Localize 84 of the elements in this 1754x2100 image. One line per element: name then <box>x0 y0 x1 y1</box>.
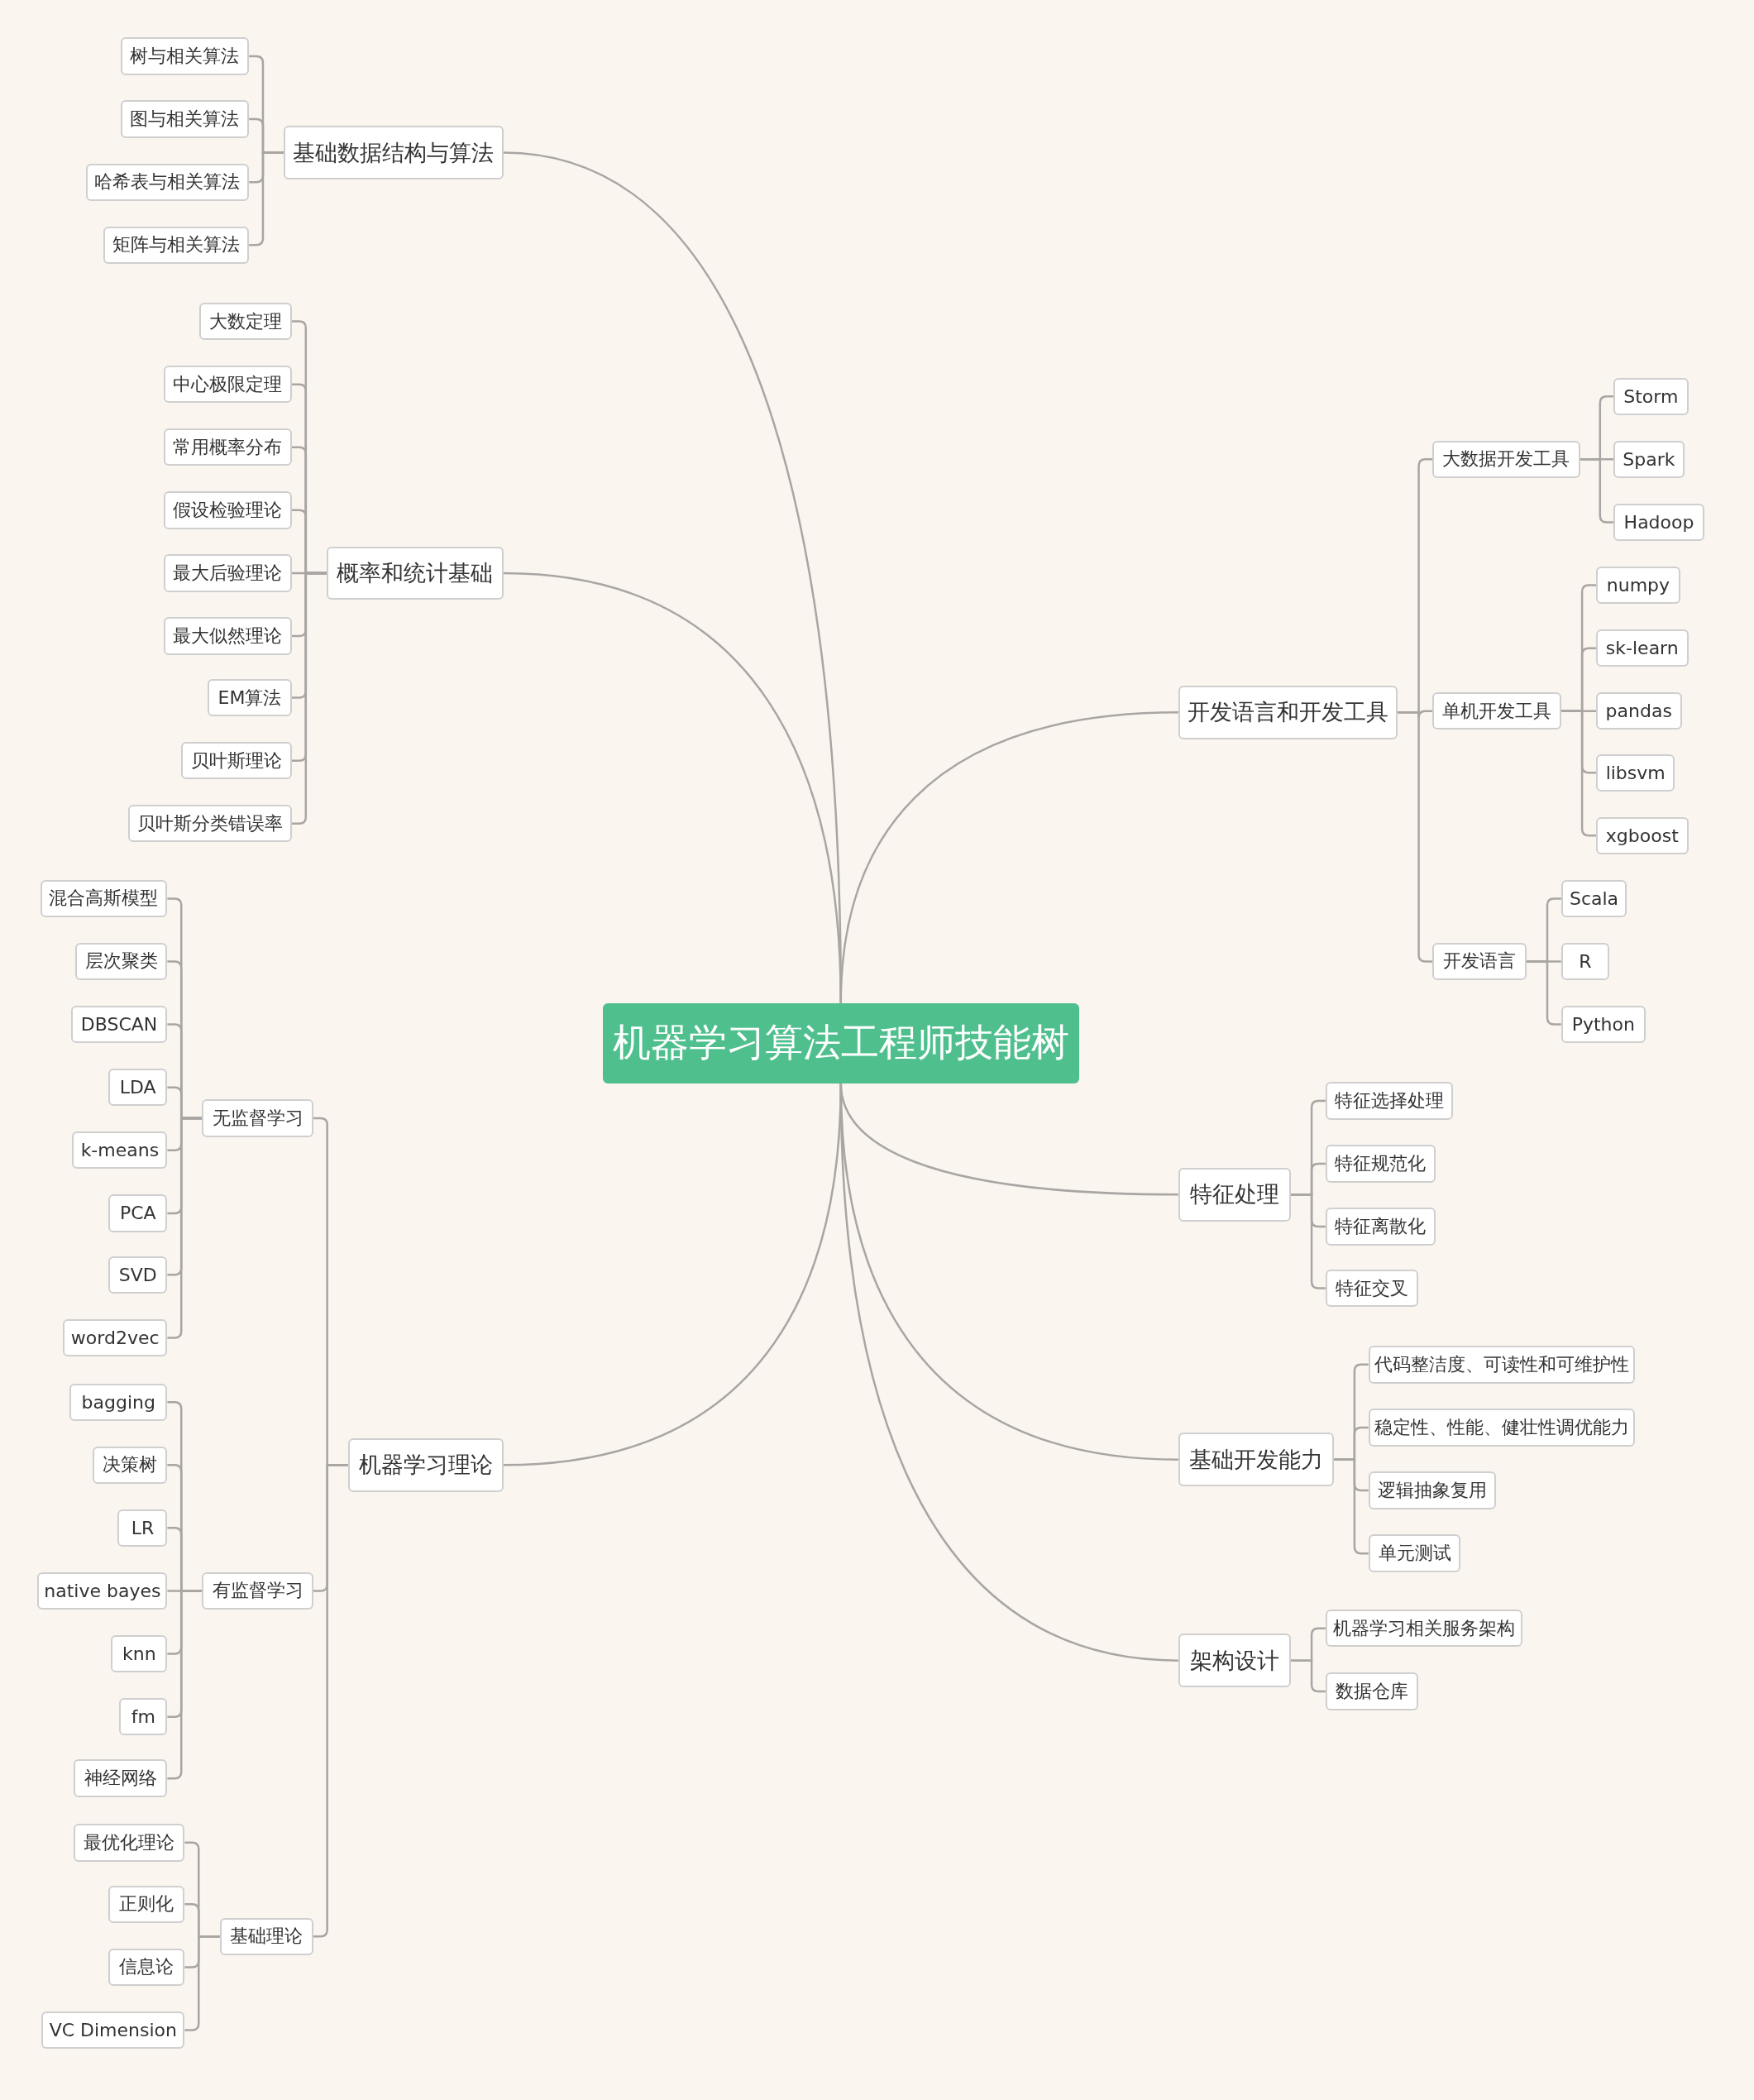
subtopic-box: knn <box>111 1634 168 1673</box>
subtopic-box: R <box>1560 942 1610 981</box>
subtopic-box: 贝叶斯分类错误率 <box>128 805 292 843</box>
subtopic-box: native bayes <box>37 1571 168 1610</box>
subtopic-box: EM算法 <box>207 678 292 717</box>
subtopic-box: 最大后验理论 <box>163 554 292 592</box>
subtopic-box: pandas <box>1595 692 1682 730</box>
subtopic-box: 特征选择处理 <box>1325 1082 1453 1120</box>
subtopic-box: 大数据开发工具 <box>1432 440 1580 478</box>
subtopic-box: VC Dimension <box>41 2011 185 2050</box>
subtopic-box: xgboost <box>1595 816 1689 854</box>
subtopic-box: 正则化 <box>108 1885 185 1923</box>
subtopic-box: 混合高斯模型 <box>40 879 168 918</box>
subtopic-box: 最优化理论 <box>74 1824 185 1862</box>
connector-line <box>1560 710 1596 837</box>
subtopic-box: Python <box>1560 1005 1646 1044</box>
branch-topic-box: 机器学习理论 <box>347 1437 504 1492</box>
subtopic-box: 神经网络 <box>74 1759 168 1797</box>
connector-line <box>839 711 1178 1003</box>
subtopic-box: Spark <box>1613 440 1685 478</box>
subtopic-box: 树与相关算法 <box>120 37 250 75</box>
subtopic-box: 稳定性、性能、健壮性调优能力 <box>1368 1409 1635 1447</box>
central-topic-box: 机器学习算法工程师技能树 <box>602 1002 1079 1083</box>
connector-line <box>1333 1458 1369 1555</box>
subtopic-box: Storm <box>1613 377 1689 415</box>
subtopic-box: 代码整洁度、可读性和可维护性 <box>1368 1346 1635 1384</box>
subtopic-box: 信息论 <box>108 1948 185 1987</box>
subtopic-box: 单机开发工具 <box>1432 692 1561 730</box>
subtopic-box: LR <box>117 1509 168 1547</box>
connector-line <box>503 1083 843 1466</box>
subtopic-box: DBSCAN <box>70 1005 168 1044</box>
subtopic-box: SVD <box>108 1256 168 1294</box>
subtopic-box: 无监督学习 <box>202 1099 313 1137</box>
subtopic-box: bagging <box>69 1383 168 1421</box>
subtopic-box: 特征离散化 <box>1325 1208 1436 1246</box>
branch-topic-box: 开发语言和开发工具 <box>1178 685 1398 739</box>
connector-line <box>167 1117 203 1339</box>
connector-line <box>1526 960 1561 1026</box>
branch-topic-box: 架构设计 <box>1178 1634 1291 1688</box>
branch-topic-box: 特征处理 <box>1178 1167 1291 1222</box>
subtopic-box: 大数定理 <box>199 302 292 341</box>
branch-topic-box: 基础数据结构与算法 <box>284 126 504 179</box>
subtopic-box: 中心极限定理 <box>163 366 292 404</box>
subtopic-box: 机器学习相关服务架构 <box>1325 1610 1522 1648</box>
subtopic-box: 基础理论 <box>219 1917 313 1955</box>
subtopic-box: 贝叶斯理论 <box>180 741 292 780</box>
subtopic-box: 最大似然理论 <box>163 617 292 655</box>
connector-line <box>1398 711 1433 963</box>
connector-line <box>167 1590 203 1780</box>
subtopic-box: 特征规范化 <box>1325 1145 1436 1183</box>
subtopic-box: 矩阵与相关算法 <box>103 226 250 264</box>
connector-line <box>313 1464 348 1938</box>
subtopic-box: Scala <box>1560 879 1627 918</box>
branch-topic-box: 基础开发能力 <box>1178 1433 1334 1487</box>
connector-line <box>1580 458 1613 524</box>
connector-line <box>1290 1193 1326 1289</box>
connector-line <box>184 1935 220 2031</box>
connector-line <box>1290 1659 1326 1693</box>
subtopic-box: PCA <box>108 1194 168 1232</box>
subtopic-box: 逻辑抽象复用 <box>1368 1471 1496 1509</box>
connector-line <box>839 1083 1178 1662</box>
subtopic-box: 图与相关算法 <box>120 100 250 138</box>
subtopic-box: sk-learn <box>1595 629 1689 667</box>
connector-line <box>503 572 843 1003</box>
subtopic-box: LDA <box>108 1069 168 1107</box>
branch-topic-box: 概率和统计基础 <box>327 546 504 600</box>
subtopic-box: Hadoop <box>1613 503 1705 542</box>
connector-line <box>291 572 327 825</box>
subtopic-box: 层次聚类 <box>74 942 168 981</box>
subtopic-box: word2vec <box>63 1318 168 1357</box>
subtopic-box: 决策树 <box>92 1446 168 1484</box>
subtopic-box: 有监督学习 <box>202 1571 313 1610</box>
subtopic-box: k-means <box>72 1131 168 1170</box>
subtopic-box: 常用概率分布 <box>163 428 292 466</box>
subtopic-box: 假设检验理论 <box>163 491 292 529</box>
subtopic-box: 数据仓库 <box>1325 1672 1418 1710</box>
subtopic-box: 特征交叉 <box>1325 1269 1418 1308</box>
subtopic-box: 单元测试 <box>1368 1534 1461 1572</box>
subtopic-box: fm <box>119 1698 168 1736</box>
connector-line <box>249 151 284 246</box>
subtopic-box: 哈希表与相关算法 <box>85 163 250 201</box>
subtopic-box: libsvm <box>1595 753 1675 792</box>
subtopic-box: numpy <box>1595 566 1680 605</box>
subtopic-box: 开发语言 <box>1432 942 1527 981</box>
